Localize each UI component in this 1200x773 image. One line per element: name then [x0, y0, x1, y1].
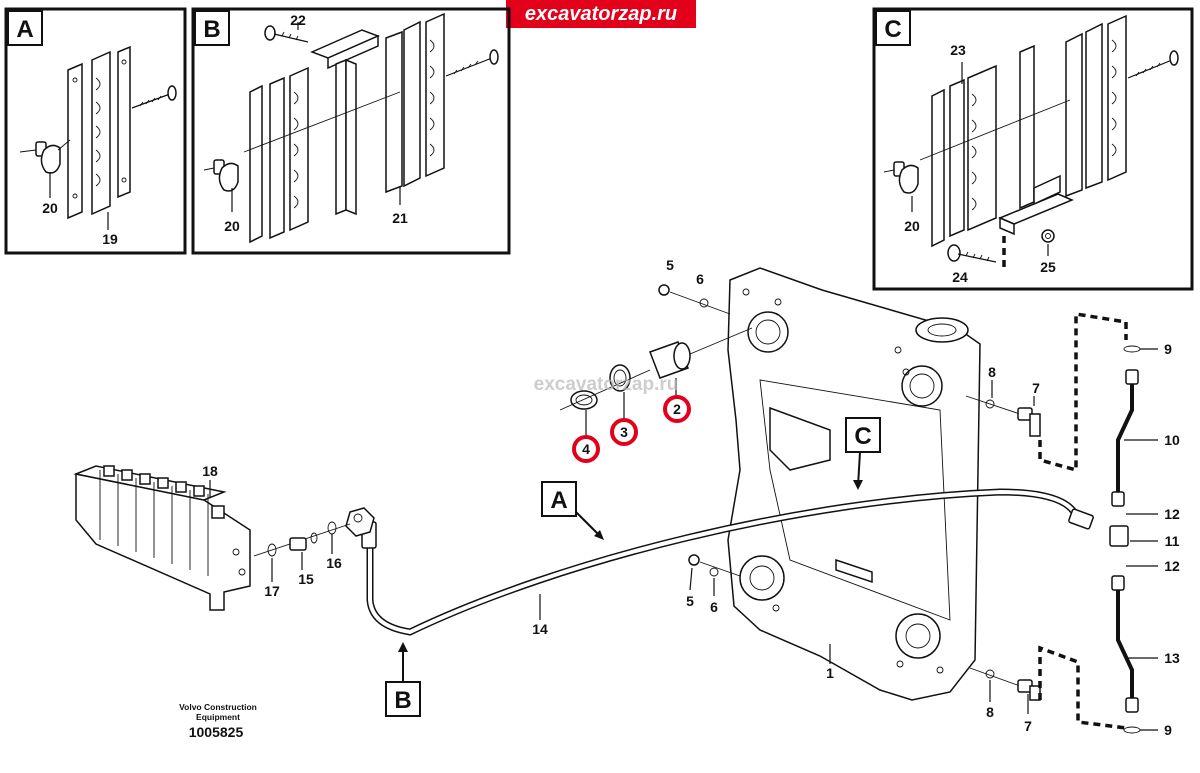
callout-16: 16: [326, 555, 342, 571]
main-frame: [727, 267, 981, 701]
t-bracket-b: [310, 29, 380, 216]
bolt-a: [131, 85, 177, 109]
view-marker-b-letter: B: [394, 687, 411, 714]
clamp-plates-a: [67, 45, 131, 220]
callout-12-bottom: 12: [1164, 558, 1180, 574]
detail-a-letter: A: [16, 16, 33, 43]
detail-b-letter: B: [203, 16, 220, 43]
detail-b-frame: [191, 7, 511, 255]
l-bracket-c: [998, 44, 1074, 236]
callout-8-top: 8: [988, 364, 996, 380]
detail-view-a: A 20 19: [4, 7, 187, 255]
callout-2: 2: [673, 401, 681, 417]
detail-a-frame: [4, 7, 187, 255]
pipe-assembly: [1109, 345, 1158, 734]
callout-7-bottom: 7: [1024, 718, 1032, 734]
callout-3: 3: [620, 424, 628, 440]
callout-6-bottom: 6: [710, 599, 718, 615]
callout-19: 19: [102, 231, 118, 247]
callout-20-a: 20: [42, 200, 58, 216]
elbow-7-bottom: [969, 667, 1041, 714]
view-marker-a-letter: A: [550, 487, 567, 514]
detail-c-letter: C: [884, 16, 901, 43]
callout-12-top: 12: [1164, 506, 1180, 522]
watermark-banner-bg: [506, 0, 696, 28]
callout-8-bottom: 8: [986, 704, 994, 720]
callout-11: 11: [1165, 533, 1180, 549]
callout-18: 18: [202, 463, 218, 479]
view-marker-a: A: [541, 481, 604, 540]
bolt-5-bottom: [688, 554, 741, 596]
detail-view-c: C: [872, 7, 1194, 291]
callout-22: 22: [290, 12, 306, 28]
dashed-route-bottom: [1038, 645, 1127, 730]
detail-b-letter-box: [194, 10, 230, 46]
detail-a-letter-box: [7, 10, 43, 46]
callout-25: 25: [1040, 259, 1056, 275]
hose-14: [345, 488, 1094, 636]
callout-4: 4: [582, 441, 590, 457]
callout-13: 13: [1164, 650, 1180, 666]
callout-15: 15: [298, 571, 314, 587]
bolt-b-top: [264, 25, 309, 43]
view-marker-c: C: [845, 417, 881, 490]
detail-view-b: B: [191, 7, 511, 255]
callout-23: 23: [950, 42, 966, 58]
callout-7-top: 7: [1032, 380, 1040, 396]
clamp-plates-c-right: [1065, 14, 1127, 198]
p-clamp-b: [203, 159, 239, 192]
callout-5-bottom: 5: [686, 593, 694, 609]
clamp-plates-b-right: [385, 12, 445, 194]
callout-20-c: 20: [904, 218, 920, 234]
callout-6-top: 6: [696, 271, 704, 287]
dashed-route-top: [1038, 311, 1128, 473]
fittings-15-17: [253, 521, 351, 582]
detail-c-letter-box: [875, 10, 911, 46]
bolt-c-bottom: [947, 244, 997, 263]
footer-brand-line2: Equipment: [196, 712, 240, 722]
callout-2-highlight: 2: [663, 395, 691, 423]
callout-10: 10: [1164, 432, 1180, 448]
control-valve: [73, 465, 251, 611]
callout-21: 21: [392, 210, 408, 226]
clamp-plates-c-left: [931, 64, 997, 248]
bolt-c-right: [1127, 50, 1179, 79]
view-marker-c-letter: C: [854, 423, 871, 450]
callout-1: 1: [826, 665, 834, 681]
callout-17: 17: [264, 583, 280, 599]
elbow-7-top: [965, 380, 1041, 437]
view-marker-b: B: [385, 642, 421, 717]
watermark-banner: excavatorzap.ru: [506, 0, 696, 28]
seal-parts: [559, 327, 753, 438]
bolt-5-top: [658, 284, 731, 315]
bolt-b-right: [445, 49, 499, 77]
p-clamp-a: [19, 139, 71, 174]
watermark-top-text: excavatorzap.ru: [525, 3, 677, 25]
callout-20-b: 20: [224, 218, 240, 234]
footer-doc-number: 1005825: [189, 724, 244, 740]
clamp-plates-b-left: [249, 66, 309, 244]
footer-brand-line1: Volvo Construction: [179, 702, 257, 712]
detail-c-frame: [872, 7, 1194, 291]
callout-14: 14: [532, 621, 548, 637]
callout-4-highlight: 4: [572, 435, 600, 463]
callout-24: 24: [952, 269, 968, 285]
callout-3-highlight: 3: [610, 418, 638, 446]
callout-5-top: 5: [666, 257, 674, 273]
nut-c: [1041, 229, 1055, 243]
callout-9-top: 9: [1164, 341, 1172, 357]
callout-9-bottom: 9: [1164, 722, 1172, 738]
watermark-center-text: excavatorzap.ru: [534, 374, 679, 395]
p-clamp-c: [883, 161, 919, 194]
